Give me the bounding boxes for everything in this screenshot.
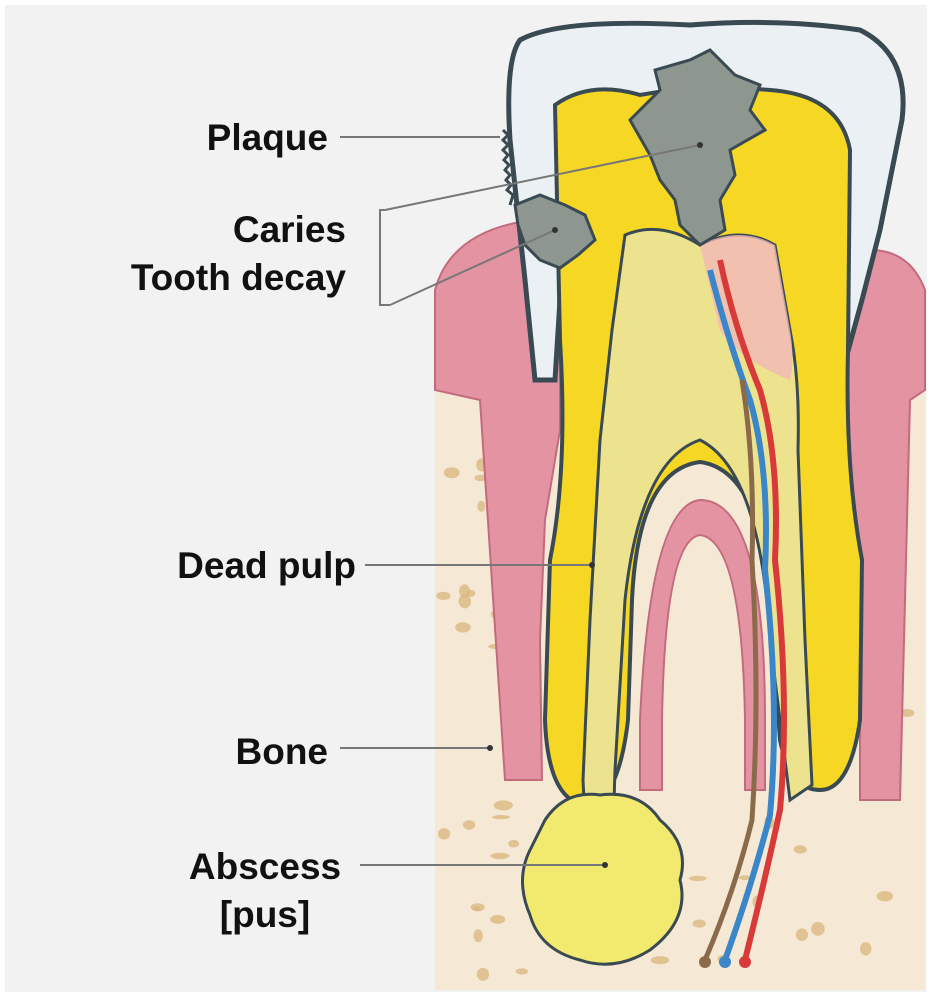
caries-label: Caries [150, 208, 346, 252]
dead-pulp-label: Dead pulp [100, 544, 356, 588]
bone-dot [487, 745, 493, 751]
plaque-label: Plaque [150, 116, 328, 160]
bone-speckle [473, 906, 480, 911]
vein-end [719, 956, 731, 968]
bone-speckle [811, 922, 825, 936]
bone-speckle [474, 929, 483, 942]
bone-speckle [438, 828, 450, 839]
bone-speckle [463, 820, 475, 830]
bone-speckle [860, 942, 871, 955]
caries-dot-crown [697, 142, 703, 148]
bone-speckle [444, 467, 460, 478]
bone-label: Bone [150, 730, 328, 774]
bone-speckle [693, 920, 706, 928]
abscess [523, 794, 683, 964]
nerve-end [699, 956, 711, 968]
bone-speckle [477, 968, 489, 981]
dead-pulp-dot [589, 562, 595, 568]
bone-speckle [491, 853, 510, 860]
tooth-decay-label: Tooth decay [80, 256, 346, 300]
bone-speckle [492, 815, 510, 819]
bone-speckle [651, 956, 669, 964]
bone-speckle [516, 968, 528, 974]
bone-speckle [459, 584, 470, 598]
bone-speckle [877, 891, 893, 901]
bone-speckle [794, 845, 807, 853]
caries-dot-side [552, 227, 558, 233]
pus-label: [pus] [170, 893, 360, 937]
bone-speckle [796, 928, 808, 941]
bone-speckle [477, 501, 485, 512]
bone-speckle [508, 840, 519, 848]
bone-speckle [436, 592, 450, 600]
bone-speckle [490, 915, 505, 924]
bone-speckle [455, 622, 471, 632]
abscess-dot [602, 862, 608, 868]
artery-end [739, 956, 751, 968]
abscess-label: Abscess [170, 845, 360, 889]
bone-speckle [689, 876, 707, 881]
bone-speckle [494, 800, 513, 810]
